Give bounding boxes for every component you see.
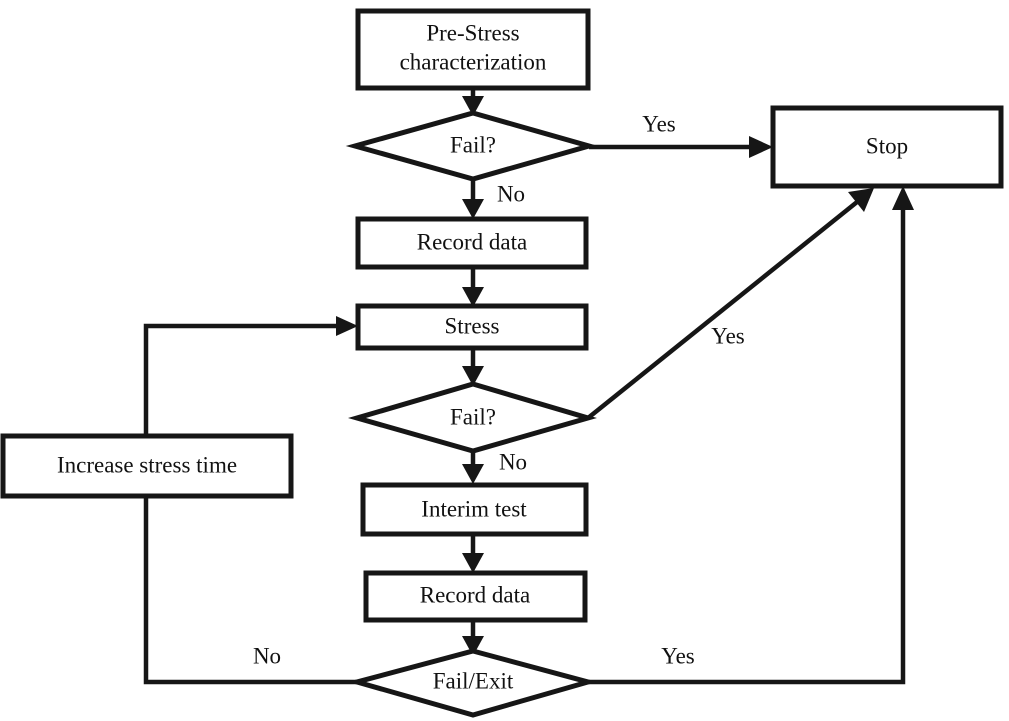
increase-stress-time-box[interactable] [0, 433, 294, 499]
fail1-diamond[interactable] [345, 110, 599, 182]
fail-exit-label: Fail/Exit [433, 668, 514, 693]
node-fail-decision-1[interactable]: Fail? [345, 110, 599, 182]
edge-label-fail2-no: No [499, 449, 527, 474]
edge-fail1-to-record1 [462, 178, 484, 219]
record-data-1-label: Record data [417, 229, 527, 254]
stop-label: Stop [866, 133, 908, 158]
node-stress[interactable]: Stress [355, 303, 589, 351]
arrowhead-into-interim [462, 464, 484, 484]
edge-fail1-to-stop [589, 136, 773, 158]
node-fail-exit-decision[interactable]: Fail/Exit [347, 648, 598, 718]
stop-box[interactable] [770, 105, 1004, 189]
edge-record1-to-stress [462, 267, 484, 307]
interim-test-label: Interim test [421, 496, 527, 521]
edge-label-fail2-yes: Yes [711, 323, 745, 348]
stress-label: Stress [445, 313, 500, 338]
arrowhead-into-failexit [462, 636, 484, 656]
node-record-data-2[interactable]: Record data [363, 570, 588, 623]
pre-stress-box[interactable] [355, 8, 591, 91]
record-data-2-label: Record data [420, 582, 530, 607]
edge-fail2-to-stop-diagonal [586, 188, 874, 420]
arrowhead-into-fail1 [462, 96, 484, 116]
arrowhead-into-stress [336, 316, 358, 336]
arrowhead-into-record2 [462, 553, 484, 573]
pre-stress-label-line2: characterization [400, 49, 547, 74]
edge-fail-exit-to-stop [588, 186, 914, 685]
edge-interim-to-record2 [462, 534, 484, 573]
edge-stress-to-fail2 [462, 347, 484, 386]
arrowhead-into-record1 [462, 199, 484, 219]
node-fail-decision-2[interactable]: Fail? [347, 381, 597, 454]
fail1-label: Fail? [450, 132, 496, 157]
edge-label-fail1-yes: Yes [642, 111, 676, 136]
edge-fail-exit-to-stress-feedback [143, 316, 358, 685]
fail-exit-diamond[interactable] [347, 648, 598, 718]
fail2-label: Fail? [450, 404, 496, 429]
node-record-data-1[interactable]: Record data [355, 216, 589, 270]
arrowhead-into-stop-horizontal [749, 136, 773, 158]
arrowhead-into-stop-diagonal [848, 188, 874, 212]
record-data-1-box[interactable] [355, 216, 589, 270]
record-data-2-box[interactable] [363, 570, 588, 623]
arrowhead-into-fail2 [462, 366, 484, 386]
node-stop[interactable]: Stop [770, 105, 1004, 189]
pre-stress-label-line1: Pre-Stress [426, 20, 519, 45]
increase-stress-time-label: Increase stress time [57, 452, 237, 477]
fail2-diamond[interactable] [347, 381, 597, 454]
edge-label-fail-exit-yes: Yes [661, 643, 695, 668]
interim-test-box[interactable] [360, 482, 589, 537]
arrowhead-into-stress-top [462, 287, 484, 307]
stress-box[interactable] [355, 303, 589, 351]
edge-record2-to-failexit [462, 620, 484, 656]
edge-label-fail-exit-no: No [253, 643, 281, 668]
node-pre-stress-characterization[interactable]: Pre-Stress characterization [355, 8, 591, 91]
node-interim-test[interactable]: Interim test [360, 482, 589, 537]
arrowhead-into-stop-vertical [892, 186, 914, 210]
edge-label-fail1-no: No [497, 181, 525, 206]
node-increase-stress-time[interactable]: Increase stress time [0, 433, 294, 499]
